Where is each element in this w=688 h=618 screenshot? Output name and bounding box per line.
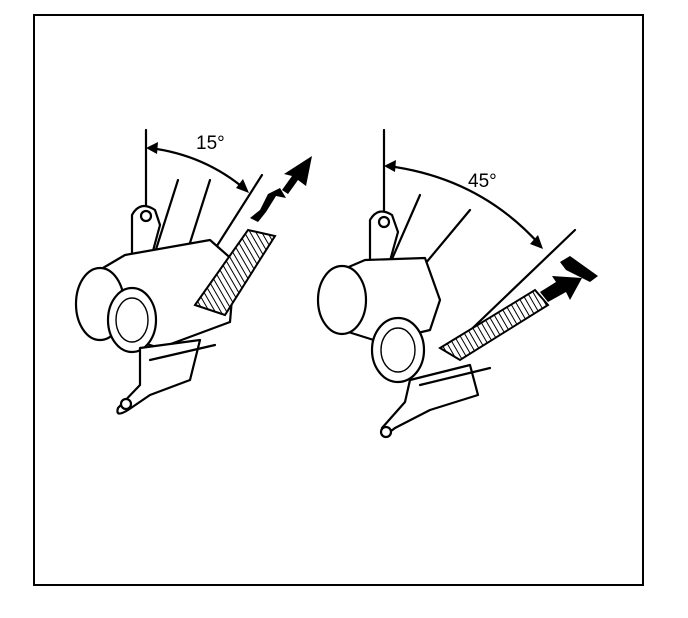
left-arc-arrowhead-start xyxy=(146,142,158,154)
left-bracket-hole xyxy=(119,397,133,411)
left-belt-line-a xyxy=(150,178,180,264)
right-bracket-edge xyxy=(418,366,492,387)
right-arc-arrowhead-end xyxy=(530,235,543,249)
left-pull-arrow-head xyxy=(282,156,312,194)
left-arc-arrowhead-end xyxy=(236,179,249,193)
left-lower-bracket xyxy=(116,338,202,415)
right-mount-tab xyxy=(368,210,400,272)
left-pull-arrow-solid xyxy=(250,188,286,222)
left-front-spool-rim xyxy=(115,297,149,343)
right-mount-hole xyxy=(377,215,391,229)
right-belt-line-b xyxy=(418,208,472,272)
right-angle-arc xyxy=(386,164,542,247)
right-front-spool xyxy=(370,316,426,384)
right-bracket-hole xyxy=(379,425,393,439)
right-webbing xyxy=(438,288,550,362)
right-retractor xyxy=(316,128,598,439)
right-front-spool-rim xyxy=(380,327,416,373)
left-bracket-edge xyxy=(148,343,217,362)
left-webbing xyxy=(193,228,277,317)
left-front-spool xyxy=(106,286,158,354)
left-angle-label: 15° xyxy=(196,133,225,154)
right-arc-arrowhead-start xyxy=(384,160,396,172)
left-angle-arc xyxy=(148,146,248,192)
right-angle-label: 45° xyxy=(468,171,497,192)
left-mount-hole xyxy=(139,209,153,223)
left-retractor xyxy=(74,128,312,415)
right-pull-arrow-solid xyxy=(540,276,582,302)
right-rear-spool xyxy=(316,264,368,336)
right-pull-arrow-head xyxy=(560,256,598,282)
